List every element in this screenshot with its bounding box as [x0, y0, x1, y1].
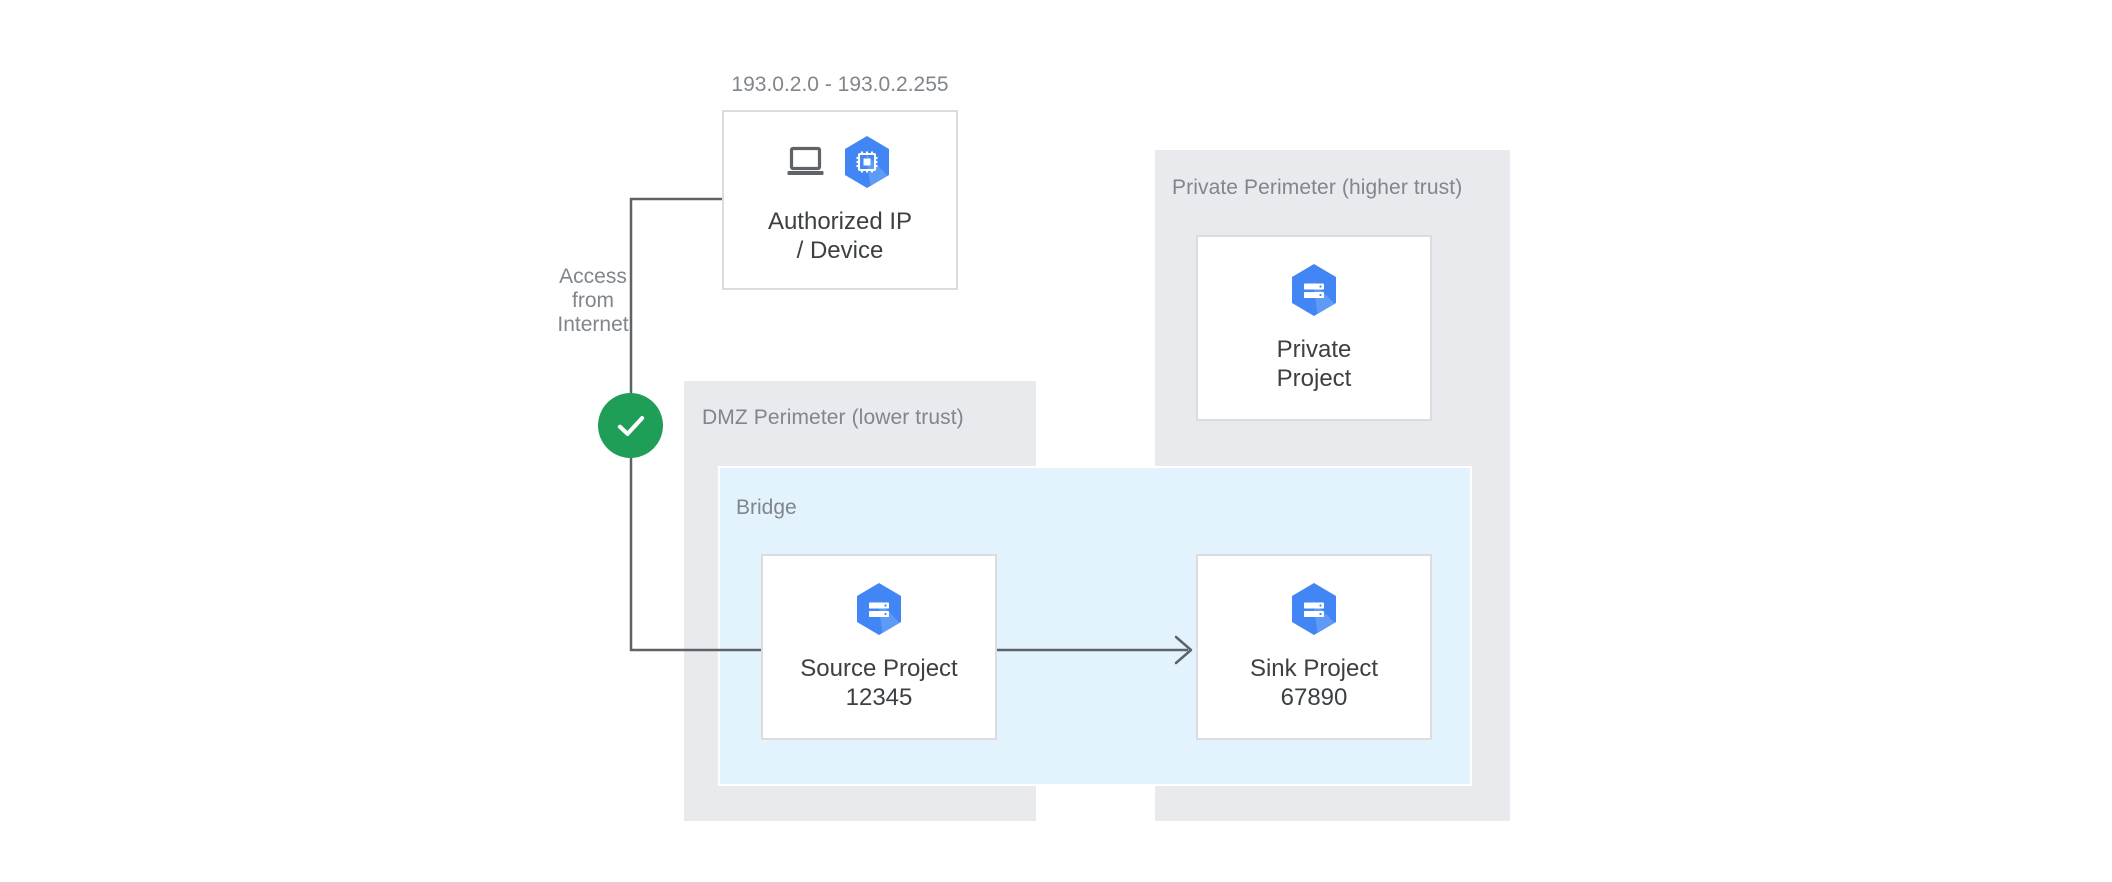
node-label: Sink Project 67890: [1249, 655, 1379, 711]
node-icon-group: [853, 582, 905, 636]
bridge-label: Bridge: [736, 496, 797, 519]
ip-range-label: 193.0.2.0 - 193.0.2.255: [731, 73, 949, 96]
laptop-icon: [787, 146, 824, 175]
node-label: Private Project: [1276, 336, 1352, 392]
node-private-project[interactable]: Private Project: [1196, 235, 1432, 421]
project-hexagon-icon: [1292, 583, 1336, 635]
access-allowed-check-badge: [598, 393, 663, 458]
project-hexagon-icon: [1292, 264, 1336, 316]
compute-chip-hexagon-icon: [845, 136, 889, 188]
node-source-project[interactable]: Source Project 12345: [761, 554, 997, 740]
project-hexagon-icon: [857, 583, 901, 635]
node-sink-project[interactable]: Sink Project 67890: [1196, 554, 1432, 740]
node-icon-group: [787, 135, 893, 189]
node-icon-group: [1288, 263, 1340, 317]
node-label: Source Project 12345: [800, 655, 958, 711]
private-perimeter-label: Private Perimeter (higher trust): [1172, 176, 1463, 199]
node-label: Authorized IP / Device: [767, 208, 913, 264]
node-icon-group: [1288, 582, 1340, 636]
dmz-perimeter-label: DMZ Perimeter (lower trust): [702, 406, 964, 429]
node-authorized-ip-device[interactable]: Authorized IP / Device: [722, 110, 958, 290]
access-from-internet-label: Access from Internet: [557, 265, 629, 336]
check-mark-icon: [617, 415, 644, 436]
